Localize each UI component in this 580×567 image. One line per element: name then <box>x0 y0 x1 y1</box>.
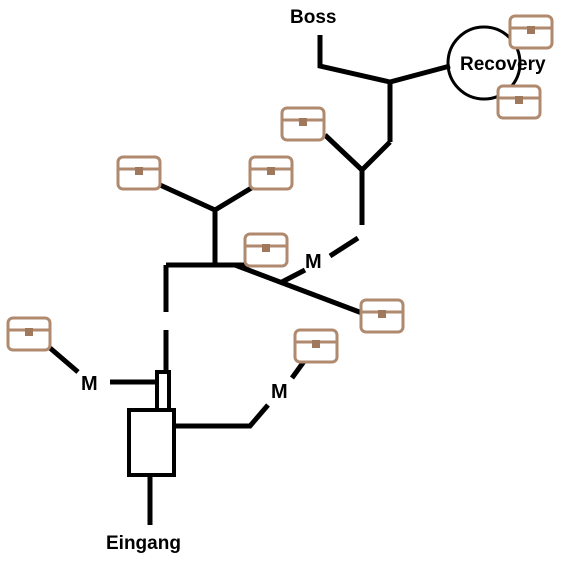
path-right-monster <box>175 403 270 429</box>
treasure-chest-icon <box>116 155 162 191</box>
recovery-label: Recovery <box>460 54 546 75</box>
entrance-gate-icon <box>127 408 176 477</box>
diag-to-chest <box>234 262 363 316</box>
treasure-chest-icon <box>508 14 554 50</box>
treasure-chest-icon <box>496 84 542 120</box>
treasure-chest-icon <box>280 106 326 142</box>
treasure-chest-icon <box>293 328 339 364</box>
treasure-chest-icon <box>6 316 52 352</box>
path-to-recovery <box>389 63 451 85</box>
treasure-chest-icon <box>248 155 294 191</box>
fork-right <box>213 184 255 213</box>
entrance-label: Eingang <box>106 533 181 554</box>
treasure-chest-icon <box>359 298 405 334</box>
path-to-boss <box>317 35 391 85</box>
chests <box>6 14 554 364</box>
monster-label: M <box>81 373 98 395</box>
diag-monster <box>278 267 307 286</box>
monster-label: M <box>305 251 322 273</box>
right-fork-left <box>323 133 364 172</box>
path-network <box>48 35 451 525</box>
right-fork-right <box>360 140 392 172</box>
monster-label: M <box>271 381 288 403</box>
fork-left <box>158 182 217 213</box>
recovery-circle <box>446 25 522 101</box>
boss-label: Boss <box>290 7 336 28</box>
path-left-chest <box>48 346 80 374</box>
diag-upper <box>328 235 360 259</box>
treasure-chest-icon <box>243 232 289 268</box>
